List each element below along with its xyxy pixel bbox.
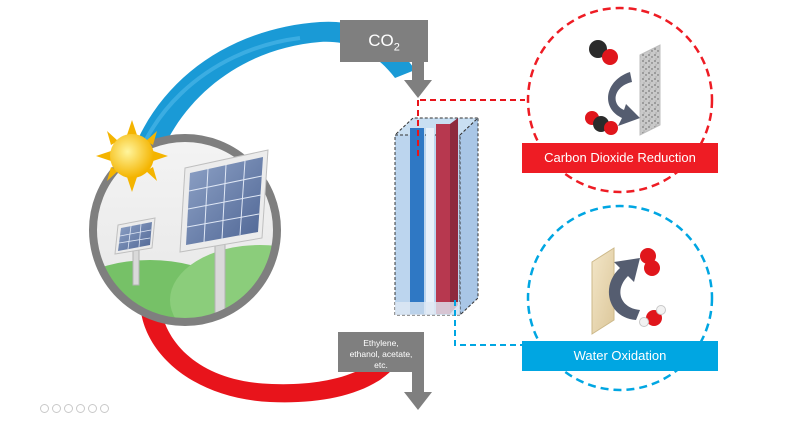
co2-subscript: 2: [393, 41, 400, 54]
slide-toolbar: [40, 404, 109, 413]
co2-input-label: CO2: [340, 20, 428, 62]
blue-cycle-arrow: [119, 21, 415, 245]
carbon-dioxide-reduction-label: Carbon Dioxide Reduction: [522, 143, 718, 173]
solar-scene-ring: [89, 134, 281, 326]
water-oxidation-label: Water Oxidation: [522, 341, 718, 371]
products-line-1: Ethylene,: [363, 338, 399, 348]
oxygen-molecule-icon: [640, 248, 660, 276]
electrochemical-cell: [393, 116, 480, 317]
toolbar-pen-icon[interactable]: [64, 404, 73, 413]
products-line-2: ethanol, acetate,: [349, 349, 413, 359]
toolbar-grid-icon[interactable]: [76, 404, 85, 413]
water-molecule-icon: [639, 305, 666, 327]
copper-catalyst-plate: [639, 44, 661, 136]
co2-inlet-arrow: [404, 60, 432, 98]
toolbar-next-icon[interactable]: [52, 404, 61, 413]
toolbar-prev-icon[interactable]: [40, 404, 49, 413]
carbon-monoxide-molecule-icon: [589, 40, 618, 65]
oxidation-connector: [454, 300, 525, 346]
product-outlet-arrow: [404, 370, 432, 410]
oxidation-curved-arrow: [608, 258, 640, 320]
small-solar-panel-icon: [114, 217, 156, 255]
carbon-dioxide-molecule-icon: [585, 111, 618, 135]
anode-plate: [591, 247, 615, 335]
toolbar-more-icon[interactable]: [100, 404, 109, 413]
reduction-curved-arrow: [608, 72, 640, 126]
red-cycle-arrow: [120, 268, 405, 403]
co2-text: CO: [368, 31, 394, 50]
solar-panel-icon: [179, 149, 269, 253]
toolbar-zoom-icon[interactable]: [88, 404, 97, 413]
sun-icon: [96, 120, 168, 192]
products-line-3: etc.: [374, 360, 388, 370]
products-label: Ethylene, ethanol, acetate, etc.: [338, 332, 424, 372]
